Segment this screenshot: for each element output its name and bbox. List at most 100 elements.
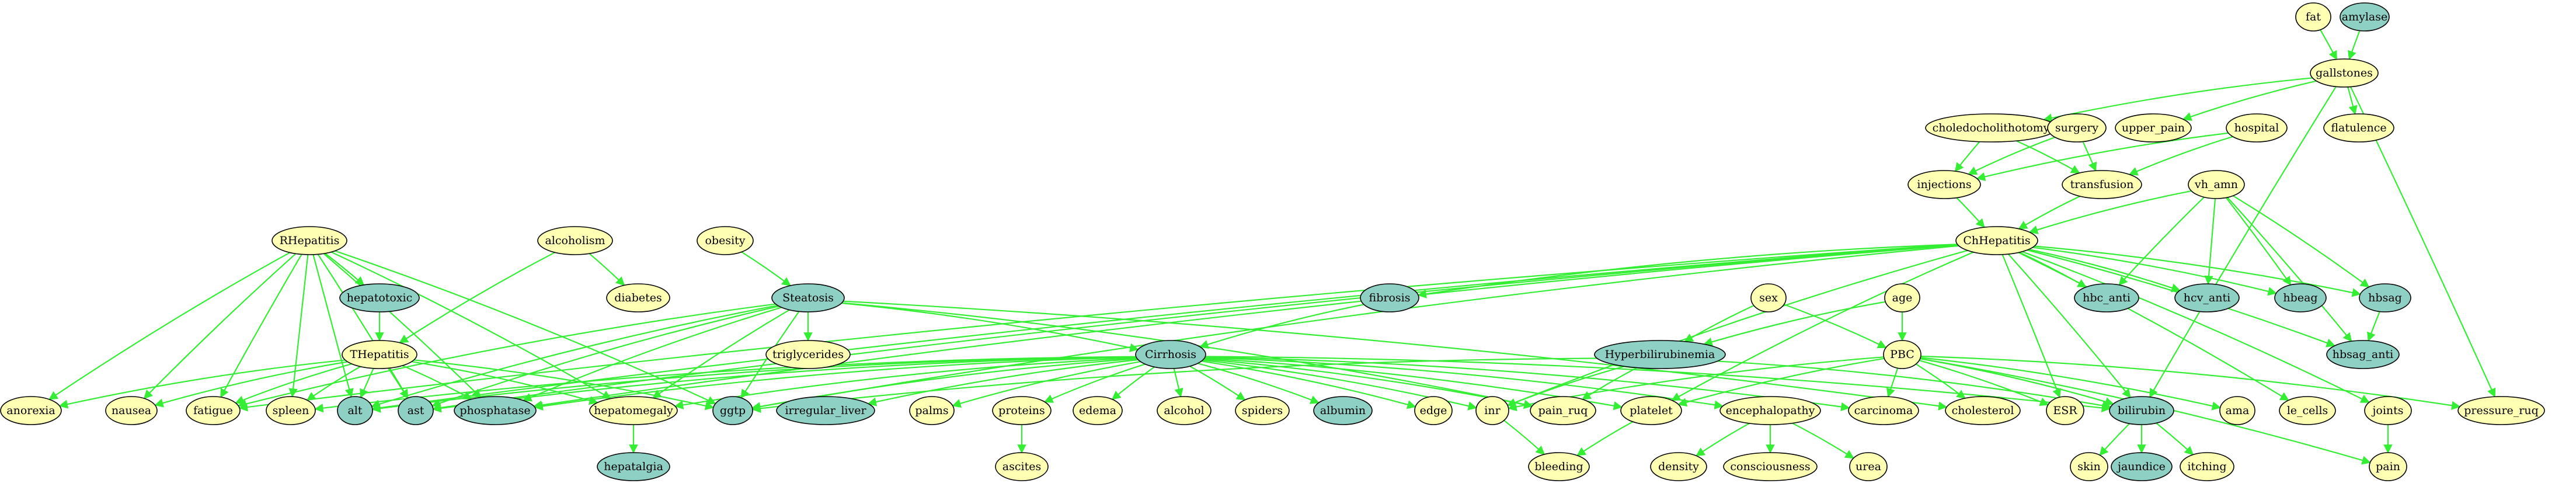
node-anorexia-label: anorexia	[6, 404, 55, 417]
node-consciousness-shape	[1723, 452, 1818, 481]
node-edge: edge	[1414, 396, 1453, 425]
node-bilirubin-shape	[2109, 396, 2174, 425]
node-edema-shape	[1073, 396, 1123, 425]
node-ggtp: ggtp	[712, 396, 753, 425]
node-edema-label: edema	[1079, 404, 1116, 417]
edge-hospital-to-injections	[1976, 132, 2229, 182]
edge-sex-to-PBC	[1784, 304, 1887, 349]
node-albumin: albumin	[1313, 396, 1373, 425]
node-ChHepatitis: ChHepatitis	[1955, 226, 2038, 255]
node-bleeding-label: bleeding	[1534, 460, 1583, 473]
node-upper_pain-shape	[2115, 113, 2192, 143]
node-anorexia: anorexia	[0, 396, 62, 425]
edge-RHepatitis-to-ast	[317, 253, 409, 399]
node-surgery-shape	[2047, 113, 2107, 143]
node-upper_pain: upper_pain	[2115, 113, 2192, 143]
node-urea-shape	[1849, 452, 1888, 481]
node-spleen: spleen	[266, 396, 316, 425]
node-phosphatase: phosphatase	[454, 396, 537, 425]
node-inr: inr	[1475, 396, 1509, 425]
node-fatigue-label: fatigue	[193, 404, 233, 417]
node-triglycerides: triglycerides	[765, 340, 851, 369]
edge-vh_amn-to-hbc_anti	[2118, 196, 2205, 286]
node-spiders-label: spiders	[1242, 404, 1283, 417]
edge-Hyperbilirubinemia-to-ggtp	[751, 357, 1597, 413]
edge-Steatosis-to-cholesterol	[843, 300, 1948, 411]
edge-obesity-to-Steatosis	[741, 251, 791, 286]
node-consciousness-label: consciousness	[1730, 460, 1810, 473]
node-PBC: PBC	[1883, 340, 1921, 369]
node-ggtp-shape	[712, 396, 753, 425]
node-joints-label: joints	[2371, 404, 2403, 417]
edge-Hyperbilirubinemia-to-pain_ruq	[1582, 367, 1638, 400]
node-ama-shape	[2219, 396, 2255, 425]
node-ascites-label: ascites	[1002, 460, 1041, 473]
edge-THepatitis-to-ast	[388, 367, 409, 399]
edge-platelet-to-bleeding	[1576, 421, 1634, 456]
node-Steatosis: Steatosis	[771, 283, 845, 312]
node-anorexia-shape	[0, 396, 62, 425]
node-upper_pain-label: upper_pain	[2122, 121, 2185, 134]
node-alcohol: alcohol	[1157, 396, 1212, 425]
node-triglycerides-shape	[765, 340, 851, 369]
edge-amylase-to-gallstones	[2348, 30, 2361, 60]
edge-Steatosis-to-phosphatase	[522, 307, 782, 402]
edge-injections-to-ChHepatitis	[1956, 197, 1985, 228]
edge-PBC-to-cholesterol	[1915, 363, 1966, 399]
edge-Steatosis-to-alt	[371, 304, 778, 409]
node-itching: itching	[2180, 452, 2234, 481]
node-hbsag_anti-label: hbsag_anti	[2333, 348, 2393, 361]
edge-ChHepatitis-to-ggtp	[751, 245, 1959, 411]
node-bilirubin: bilirubin	[2109, 396, 2174, 425]
node-hcv_anti-shape	[2174, 283, 2240, 312]
node-platelet-shape	[1620, 396, 1682, 425]
node-consciousness: consciousness	[1723, 452, 1818, 481]
node-injections-label: injections	[1917, 178, 1971, 191]
node-PBC-label: PBC	[1890, 348, 1914, 361]
edge-layer	[48, 29, 2496, 465]
node-THepatitis-shape	[342, 340, 417, 369]
edge-vh_amn-to-hbsag	[2233, 195, 2370, 288]
node-encephalopathy: encephalopathy	[1719, 396, 1821, 425]
edge-Steatosis-to-fatigue	[237, 303, 776, 408]
node-cholesterol-label: cholesterol	[1952, 404, 2014, 417]
node-surgery-label: surgery	[2055, 121, 2099, 134]
edge-RHepatitis-to-ggtp	[335, 250, 716, 405]
edge-PBC-to-platelet	[1677, 357, 1885, 407]
node-amylase: amylase	[2340, 2, 2390, 32]
edge-Cirrhosis-to-phosphatase	[534, 356, 1137, 411]
node-proteins-shape	[992, 396, 1052, 425]
node-fibrosis-label: fibrosis	[1369, 291, 1411, 304]
node-transfusion: transfusion	[2062, 170, 2142, 199]
node-diabetes-shape	[606, 283, 670, 312]
node-alcoholism-label: alcoholism	[545, 234, 605, 247]
edge-ChHepatitis-to-bilirubin	[2007, 253, 2131, 398]
edge-THepatitis-to-ggtp	[413, 359, 715, 411]
node-RHepatitis-shape	[271, 226, 347, 255]
node-ast: ast	[398, 396, 434, 425]
edge-Cirrhosis-to-encephalopathy	[1205, 357, 1724, 409]
edge-vh_amn-to-ChHepatitis	[2028, 190, 2192, 234]
node-hbeag: hbeag	[2274, 283, 2327, 312]
node-injections-shape	[1907, 170, 1981, 199]
node-hospital: hospital	[2226, 113, 2288, 143]
edge-ChHepatitis-to-inr	[1506, 249, 1968, 407]
node-edema: edema	[1073, 396, 1123, 425]
edge-RHepatitis-to-nausea	[143, 253, 297, 399]
node-hbsag-label: hbsag	[2368, 291, 2402, 304]
node-joints-shape	[2364, 396, 2412, 425]
node-choledocholithotomy: choledocholithotomy	[1925, 113, 2057, 143]
node-pain-shape	[2369, 452, 2407, 481]
node-ast-label: ast	[408, 404, 424, 417]
node-encephalopathy-label: encephalopathy	[1726, 404, 1815, 417]
node-irregular_liver-label: irregular_liver	[785, 404, 866, 417]
node-nausea-label: nausea	[112, 404, 151, 417]
edge-fat-to-gallstones	[2320, 29, 2338, 60]
edge-ChHepatitis-to-hbeag	[2032, 246, 2277, 296]
edge-inr-to-bleeding	[1503, 419, 1545, 455]
edge-Cirrhosis-to-irregular_liver	[867, 359, 1139, 406]
node-hepatomegaly: hepatomegaly	[589, 396, 678, 425]
node-spleen-shape	[266, 396, 316, 425]
edge-encephalopathy-to-urea	[1792, 422, 1854, 459]
